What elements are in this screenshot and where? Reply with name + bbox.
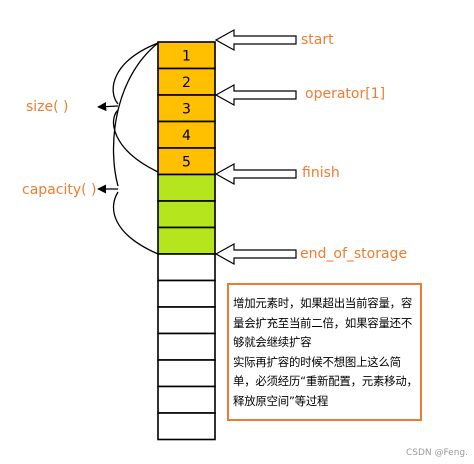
empty-cell-3 [157, 306, 216, 335]
note-line-1: 增加元素时，如果超出当前容量，容量会扩充至当前二倍，如果容量还不够就会继续扩容 [233, 296, 413, 349]
capacity-bracket [97, 42, 159, 255]
start-label: start [301, 32, 334, 48]
finish-arrow [214, 162, 297, 186]
end-of-storage-arrow [214, 242, 297, 266]
size-bracket [97, 42, 159, 173]
used-cell-2 [157, 67, 216, 96]
empty-cell-5 [157, 359, 216, 388]
used-cell-3-label: 3 [182, 101, 191, 117]
empty-cell-7 [157, 412, 216, 441]
storage-cells: 1 2 3 4 5 [157, 41, 216, 441]
note-box: 增加元素时，如果超出当前容量，容量会扩充至当前二倍，如果容量还不够就会继续扩容 … [227, 283, 422, 421]
reserved-cell-1 [157, 173, 216, 202]
used-cell-5-label: 5 [182, 154, 191, 170]
reserved-cell-3 [157, 226, 216, 255]
capacity-label: capacity( ) [22, 182, 96, 198]
finish-label: finish [302, 165, 340, 181]
size-label: size( ) [26, 99, 69, 115]
note-line-2: 实际再扩容的时候不想图上这么简单，必须经历“重新配置，元素移动，释放原空间”等过… [233, 354, 418, 408]
empty-cell-4 [157, 332, 216, 361]
used-cell-4-label: 4 [182, 128, 191, 144]
empty-cell-2 [157, 279, 216, 308]
operator-label: operator[1] [305, 86, 385, 102]
end-of-storage-label: end_of_storage [300, 246, 407, 262]
empty-cell-1 [157, 253, 216, 282]
empty-cell-6 [157, 385, 216, 414]
used-cell-2-label: 2 [182, 75, 191, 91]
reserved-cell-2 [157, 200, 216, 229]
start-arrow [214, 28, 297, 52]
watermark: CSDN @Feng. [405, 448, 468, 458]
operator-arrow [214, 83, 297, 107]
used-cell-1-label: 1 [182, 48, 191, 64]
